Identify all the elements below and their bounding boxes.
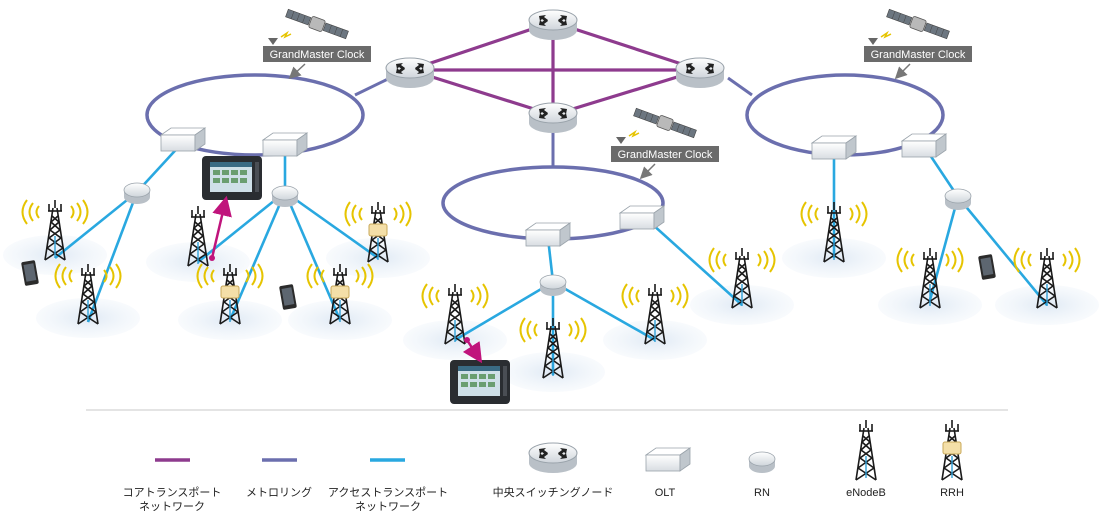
phone-icon <box>978 253 996 281</box>
grandmaster-label: GrandMaster Clock <box>871 49 966 61</box>
router-right <box>675 57 725 89</box>
svg-text:メトロリング: メトロリング <box>246 485 312 499</box>
olt-node <box>262 132 308 157</box>
legend-rn: RN <box>748 451 776 499</box>
svg-text:コアトランスポート: コアトランスポート <box>123 486 222 499</box>
legend-rrh: RRH <box>940 419 964 499</box>
grandmaster-label: GrandMaster Clock <box>270 49 365 61</box>
tester-icon <box>202 156 262 200</box>
legend-access: アクセストランスポート ネットワーク <box>328 458 448 513</box>
olt-icon <box>645 447 691 472</box>
olt-node <box>619 205 665 230</box>
test-instrument-lower <box>450 337 510 404</box>
legend-core: コアトランスポート ネットワーク <box>123 458 222 513</box>
grandmaster-left: GrandMaster Clock <box>263 7 371 80</box>
legend-olt: OLT <box>645 447 691 499</box>
legend-central-switch: 中央スイッチングノード <box>493 442 614 499</box>
grandmaster-label: GrandMaster Clock <box>618 149 713 161</box>
svg-text:ネットワーク: ネットワーク <box>139 500 205 513</box>
olt-node <box>525 222 571 247</box>
rn-node <box>944 188 972 211</box>
satellite-icon <box>284 7 350 41</box>
test-instrument-upper <box>202 156 262 261</box>
legend-metro: メトロリング <box>246 458 312 499</box>
svg-text:中央スイッチングノード: 中央スイッチングノード <box>493 485 614 499</box>
svg-text:OLT: OLT <box>655 487 676 499</box>
olt-node <box>811 135 857 160</box>
rn-icon <box>748 451 776 474</box>
grandmaster-right: GrandMaster Clock <box>864 7 972 80</box>
svg-text:RN: RN <box>754 487 770 499</box>
router-top <box>528 9 578 41</box>
legend-enodeb: eNodeB <box>846 419 886 499</box>
svg-text:eNodeB: eNodeB <box>846 487 886 499</box>
router-left <box>385 57 435 89</box>
svg-text:ネットワーク: ネットワーク <box>355 500 421 513</box>
router-icon <box>528 442 578 474</box>
phone-icon <box>279 283 297 311</box>
olt-node <box>901 133 947 158</box>
metro-ring-left <box>145 73 365 157</box>
tower-icon <box>855 419 877 481</box>
rn-node <box>271 185 299 208</box>
svg-text:RRH: RRH <box>940 487 964 499</box>
olt-node <box>160 127 206 152</box>
rrh-icon <box>942 441 962 455</box>
svg-text:アクセストランスポート: アクセストランスポート <box>328 486 448 499</box>
rn-node <box>539 274 567 297</box>
satellite-icon <box>632 106 698 140</box>
rn-node <box>123 182 151 205</box>
legend: コアトランスポート ネットワーク メトロリング アクセストランスポート ネットワ… <box>123 419 964 513</box>
router-center <box>528 102 578 134</box>
grandmaster-center: GrandMaster Clock <box>611 106 719 180</box>
tester-icon <box>450 360 510 404</box>
metro-links <box>354 76 753 167</box>
satellite-icon <box>885 7 951 41</box>
